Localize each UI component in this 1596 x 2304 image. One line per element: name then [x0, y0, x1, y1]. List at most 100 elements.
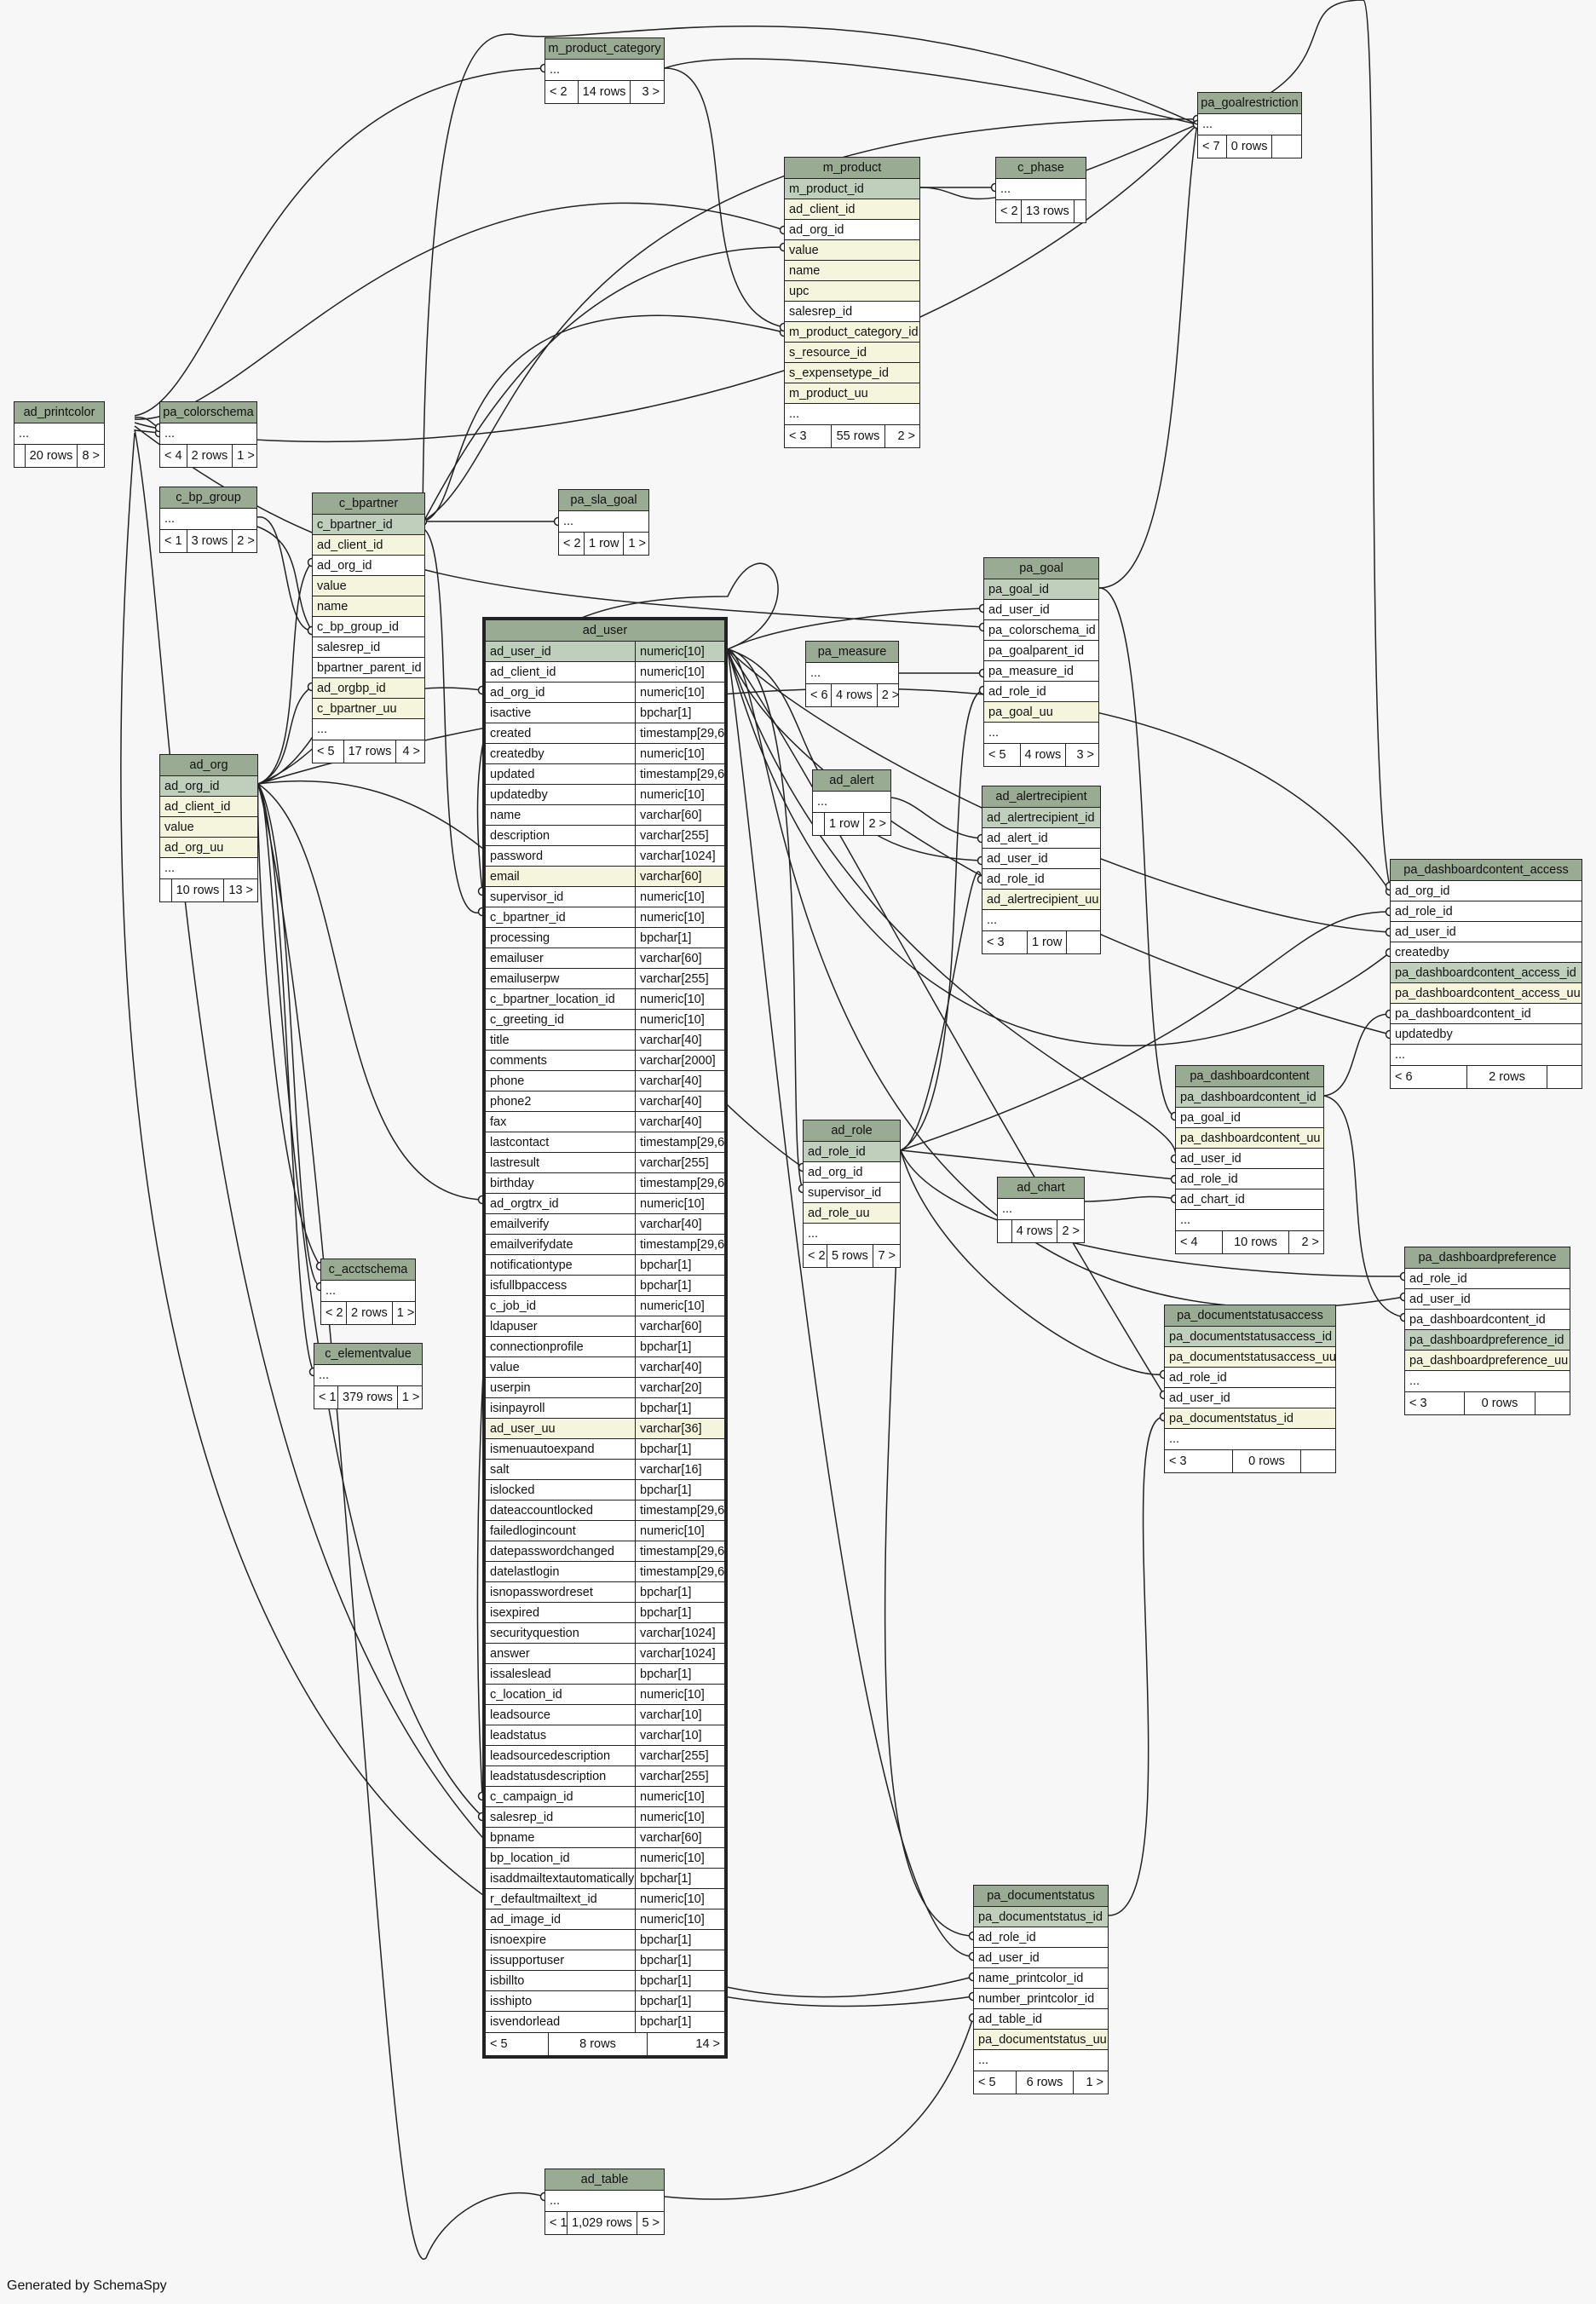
column-row[interactable]: pa_documentstatus_id — [974, 1907, 1108, 1927]
column-row[interactable]: pa_documentstatus_uu — [974, 2030, 1108, 2050]
column-row[interactable]: ad_role_id — [804, 1142, 900, 1162]
column-row[interactable]: ad_role_uu — [804, 1203, 900, 1224]
parents-count[interactable]: < 5 — [984, 744, 1021, 766]
column-row[interactable]: c_bpartner_id — [313, 515, 424, 535]
column-row[interactable]: upc — [785, 281, 919, 302]
more-columns-row[interactable]: ... — [806, 663, 898, 683]
children-count[interactable]: 4 > — [402, 745, 420, 758]
parents-count[interactable] — [160, 879, 172, 901]
more-columns-row[interactable]: ... — [321, 1281, 415, 1301]
parents-count[interactable]: < 5 — [313, 740, 344, 763]
parents-count[interactable]: < 3 — [1405, 1392, 1465, 1414]
column-row[interactable]: ad_org_id — [804, 1162, 900, 1183]
parents-count[interactable]: < 3 — [1165, 1450, 1233, 1472]
children-count[interactable] — [1547, 1066, 1582, 1088]
column-row[interactable]: pa_dashboardcontent_id — [1391, 1004, 1582, 1024]
more-columns-row[interactable]: ... — [545, 2191, 664, 2211]
parents-count[interactable]: < 7 — [1198, 135, 1227, 158]
more-columns-row[interactable]: ... — [813, 792, 890, 812]
more-columns-row[interactable]: ... — [996, 179, 1086, 199]
children-count[interactable] — [1301, 1450, 1335, 1472]
column-row[interactable]: name_printcolor_id — [974, 1968, 1108, 1989]
children-count[interactable]: 2 > — [237, 534, 255, 548]
column-row[interactable]: ad_client_id — [160, 797, 257, 817]
column-row[interactable]: c_bp_group_id — [313, 617, 424, 637]
table-title[interactable]: pa_dashboardpreference — [1405, 1247, 1570, 1269]
parents-count[interactable] — [14, 445, 26, 467]
column-row[interactable]: ad_role_id — [982, 869, 1100, 890]
table-title[interactable]: pa_sla_goal — [559, 490, 648, 511]
table-title[interactable]: ad_alertrecipient — [982, 786, 1100, 808]
column-row[interactable]: ad_user_id — [984, 600, 1098, 620]
parents-count[interactable]: < 2 — [804, 1245, 827, 1267]
parents-count[interactable]: < 1 — [314, 1386, 338, 1408]
more-columns-row[interactable]: ... — [545, 60, 664, 80]
column-row[interactable]: salesrep_id — [785, 302, 919, 322]
column-row[interactable]: pa_dashboardpreference_uu — [1405, 1351, 1570, 1371]
column-row[interactable]: name — [785, 261, 919, 281]
children-count[interactable]: 14 > — [695, 2037, 720, 2051]
children-count[interactable]: 1 > — [396, 1306, 415, 1320]
parents-count[interactable] — [998, 1220, 1012, 1242]
column-row[interactable]: ad_role_id — [1405, 1269, 1570, 1289]
table-title[interactable]: ad_alert — [813, 770, 890, 792]
more-columns-row[interactable]: ... — [559, 511, 648, 532]
table-title[interactable]: pa_colorschema — [160, 402, 256, 423]
table-title[interactable]: pa_measure — [806, 642, 898, 663]
table-title[interactable]: c_bp_group — [160, 487, 256, 509]
column-row[interactable]: value — [313, 576, 424, 596]
column-row[interactable]: ad_role_id — [974, 1927, 1108, 1948]
parents-count[interactable]: < 3 — [785, 425, 832, 447]
parents-count[interactable]: < 5 — [974, 2071, 1017, 2094]
column-row[interactable]: m_product_uu — [785, 383, 919, 404]
children-count[interactable]: 1 > — [237, 449, 255, 463]
children-count[interactable]: 2 > — [897, 429, 915, 443]
more-columns-row[interactable]: ... — [804, 1224, 900, 1244]
more-columns-row[interactable]: ... — [1405, 1371, 1570, 1391]
column-row[interactable]: ad_user_id — [974, 1948, 1108, 1968]
children-count[interactable] — [1067, 931, 1100, 953]
column-row[interactable]: updatedby — [1391, 1024, 1582, 1045]
table-title[interactable]: c_acctschema — [321, 1259, 415, 1281]
column-row[interactable]: ad_client_id — [313, 535, 424, 556]
table-title[interactable]: ad_chart — [998, 1178, 1084, 1199]
column-row[interactable]: number_printcolor_id — [974, 1989, 1108, 2009]
more-columns-row[interactable]: ... — [313, 719, 424, 740]
column-row[interactable]: pa_dashboardcontent_access_id — [1391, 963, 1582, 983]
